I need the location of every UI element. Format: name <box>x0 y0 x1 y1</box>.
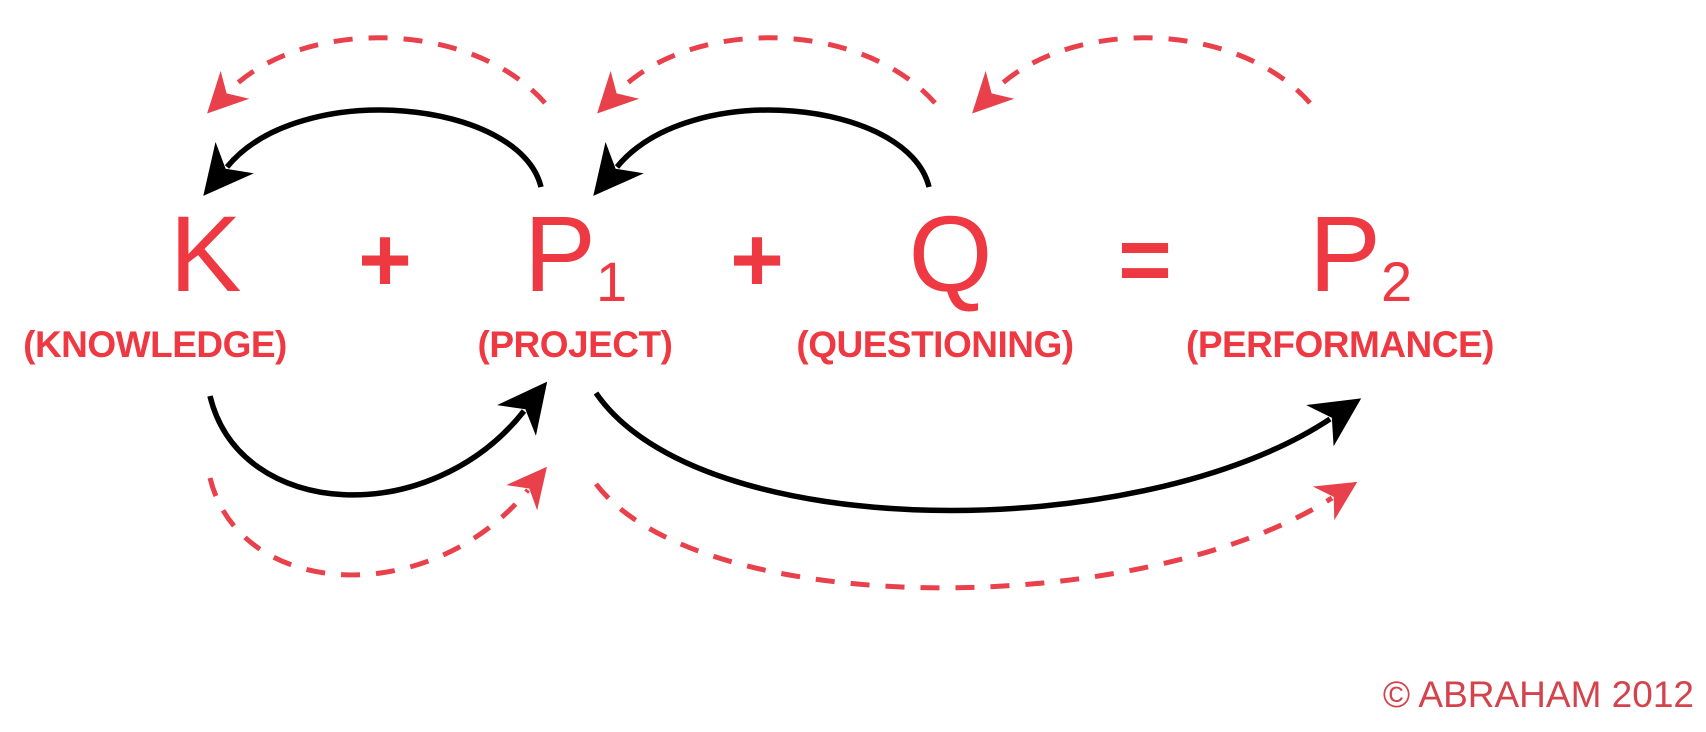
copyright-notice: © ABRAHAM 2012 <box>1382 674 1694 715</box>
arc-q-to-p1 <box>593 107 932 196</box>
arc-p1-to-p2 <box>593 391 1362 514</box>
term-symbol-p2: P <box>1308 193 1381 314</box>
term-symbol-k: K <box>169 193 241 314</box>
dashed-arc-back-3 <box>972 35 1312 114</box>
operator-equals: = <box>1118 209 1172 311</box>
term-symbol-p1: P <box>523 193 596 314</box>
dashed-arc-back-1 <box>207 35 547 114</box>
arc-p1-to-k <box>203 107 544 196</box>
dashed-arc-back-2 <box>597 35 937 114</box>
caption-knowledge: (KNOWLEDGE) <box>23 324 287 365</box>
term-subscript-p2: 2 <box>1380 250 1413 313</box>
term-subscript-p1: 1 <box>595 250 628 313</box>
term-symbol-q: Q <box>908 193 992 314</box>
bottom-dashed-red-arrows <box>207 466 1358 591</box>
dashed-arc-forward-1 <box>207 466 547 578</box>
caption-project: (PROJECT) <box>477 324 673 365</box>
top-black-arrows <box>203 107 932 196</box>
arc-k-to-p1 <box>207 381 548 498</box>
operator-plus-1: + <box>358 209 412 311</box>
term-questioning: Q <box>850 200 1050 308</box>
caption-questioning: (QUESTIONING) <box>796 324 1074 365</box>
bottom-black-arrows <box>207 381 1362 514</box>
top-dashed-red-arrows <box>207 35 1312 114</box>
term-project: P1 <box>470 200 680 310</box>
dashed-arc-forward-2 <box>594 481 1358 591</box>
term-knowledge: K <box>110 200 300 308</box>
caption-performance: (PERFORMANCE) <box>1186 324 1494 365</box>
operator-plus-2: + <box>730 209 784 311</box>
term-performance: P2 <box>1250 200 1470 310</box>
